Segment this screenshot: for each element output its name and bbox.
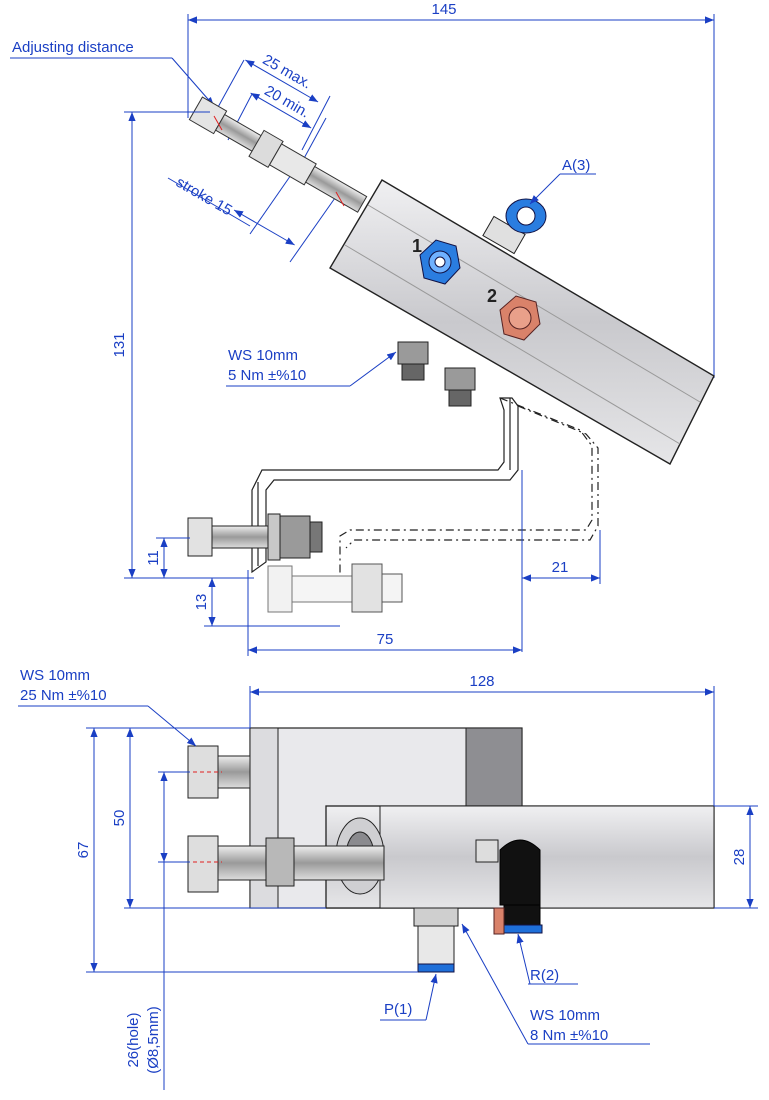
- dim-145-label: 145: [431, 1, 456, 18]
- dimension-21: 21: [521, 470, 601, 652]
- lower-bolt: [186, 835, 385, 893]
- stroke-15-label: stroke 15: [173, 174, 235, 220]
- adjusting-distance-label: Adjusting distance: [12, 39, 134, 56]
- dim-21-label: 21: [552, 559, 569, 576]
- hole-line1: 26(hole): [125, 1012, 142, 1067]
- dimension-13: 13: [193, 578, 340, 627]
- upper-bolt: [186, 745, 251, 799]
- bracket-phantom: [339, 397, 599, 600]
- dimension-28: 28: [714, 805, 758, 909]
- port-p-fitting: [413, 907, 459, 973]
- bracket-bolt: [187, 513, 323, 561]
- ws-25nm-line2: 25 Nm ±%10: [20, 687, 107, 704]
- dim-75-label: 75: [377, 631, 394, 648]
- port-a-callout: A(3): [529, 157, 596, 205]
- dimension-128: 128: [249, 673, 715, 806]
- mounting-nuts: [397, 341, 476, 407]
- dimension-145: 145: [187, 1, 715, 378]
- dim-28-label: 28: [731, 849, 748, 866]
- dim-13-label: 13: [193, 594, 210, 611]
- bracket-bolt-phantom: [267, 563, 403, 613]
- port-p-callout: P(1): [380, 973, 438, 1021]
- ws-8nm-line2: 8 Nm ±%10: [530, 1027, 608, 1044]
- port-1-label: 1: [412, 236, 422, 256]
- port-a-fitting: [482, 198, 547, 255]
- port-p-label: P(1): [384, 1001, 412, 1018]
- adjusting-bolt: [188, 96, 368, 213]
- port-r-label: R(2): [530, 967, 559, 984]
- dimension-75: 75: [247, 570, 522, 656]
- port-a-label: A(3): [562, 157, 590, 174]
- ws-25nm-line1: WS 10mm: [20, 667, 90, 684]
- dim-50-label: 50: [111, 810, 128, 827]
- dimension-131: 131: [111, 111, 254, 579]
- ws-5nm-line2: 5 Nm ±%10: [228, 367, 306, 384]
- dim-11-label: 11: [145, 550, 162, 566]
- ws-8nm-callout: WS 10mm 8 Nm ±%10: [461, 923, 650, 1045]
- dimension-26-hole: 26(hole) (Ø8,5mm): [125, 771, 190, 1090]
- port-r-callout: R(2): [516, 933, 578, 985]
- bracket: [251, 397, 519, 574]
- dimension-67: 67: [75, 727, 418, 973]
- ws-8nm-line1: WS 10mm: [530, 1007, 600, 1024]
- adjusting-distance-callout: Adjusting distance: [10, 39, 215, 107]
- dim-131-label: 131: [111, 332, 128, 357]
- port-2-fitting: 2: [487, 286, 541, 341]
- top-view: 145 Adjusting distance 25 max. 20 min. s…: [10, 1, 715, 656]
- dimension-11: 11: [145, 537, 190, 578]
- dimension-stroke-15: [233, 209, 295, 246]
- port-1-fitting: 1: [412, 236, 461, 285]
- dim-128-label: 128: [469, 673, 494, 690]
- ws-5nm-line1: WS 10mm: [228, 347, 298, 364]
- front-view: WS 10mm 25 Nm ±%10 128 67 50: [18, 667, 758, 1090]
- port-2-label: 2: [487, 286, 497, 306]
- dimension-50: 50: [111, 728, 326, 909]
- dim-67-label: 67: [75, 842, 92, 859]
- ws-5nm-callout: WS 10mm 5 Nm ±%10: [226, 347, 397, 387]
- hole-line2: (Ø8,5mm): [145, 1006, 162, 1074]
- ws-25nm-callout: WS 10mm 25 Nm ±%10: [18, 667, 197, 747]
- elbow-fitting: [475, 839, 543, 935]
